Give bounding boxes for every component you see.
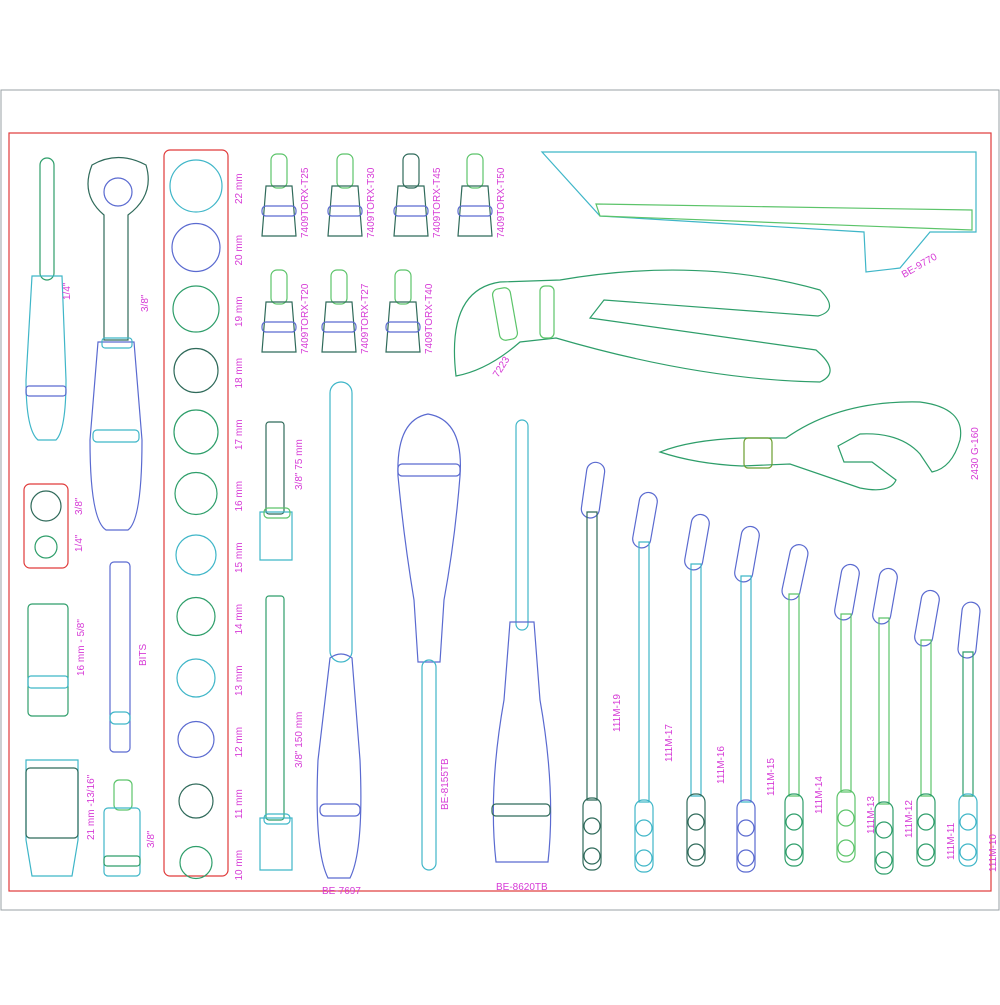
pliers-2430-outline xyxy=(658,401,962,491)
ratchet-38-label: 3/8" xyxy=(140,294,151,312)
torx-bit-top-4: 7409TORX-T50 xyxy=(457,153,507,238)
socket-20mm xyxy=(171,222,221,273)
wrench-label: 111M-15 xyxy=(766,758,777,796)
wrench-label: 111M-10 xyxy=(988,834,999,872)
screwdriver-be8620-outline xyxy=(491,419,552,863)
extension-75-label: 3/8" 75 mm xyxy=(294,439,305,490)
wrench-111m-17: 111M-17 xyxy=(632,491,675,873)
bits-holder-outline xyxy=(109,561,131,753)
screwdriver-be7697-outline xyxy=(316,381,362,879)
torx-bit-top-3-label: 7409TORX-T45 xyxy=(432,167,443,238)
wrench-label: 111M-14 xyxy=(814,776,825,814)
socket-size-label: 10 mm xyxy=(234,850,245,881)
pliers-7223-label: 7223 xyxy=(491,355,512,380)
socket-size-label: 11 mm xyxy=(234,789,245,819)
torx-bit-mid-1-label: 7409TORX-T20 xyxy=(300,283,311,354)
mini-socket-38 xyxy=(30,490,62,522)
socket-size-label: 19 mm xyxy=(234,296,245,327)
socket-size-label: 16 mm xyxy=(234,481,245,512)
screwdriver-be8155-outline xyxy=(397,413,461,871)
ratchet-38-outline xyxy=(87,156,149,531)
socket-22mm xyxy=(169,159,223,213)
wrench-111m-12: 111M-12 xyxy=(872,567,915,875)
extension-150-outline xyxy=(259,595,293,871)
socket-21-label: 21 mm -13/16" xyxy=(86,774,97,840)
socket-18mm xyxy=(173,347,219,394)
socket-19mm xyxy=(172,285,220,333)
socket-15mm xyxy=(175,534,217,576)
socket-17mm xyxy=(173,409,219,455)
ratchet-14-label: 1/4" xyxy=(62,282,73,300)
screwdriver-be8620-label: BE-8620TB xyxy=(496,882,548,893)
extension-75-outline xyxy=(259,421,293,561)
socket-13mm xyxy=(176,658,216,698)
socket-size-label: 12 mm xyxy=(234,727,245,758)
torx-group: 7409TORX-T25 7409TORX-T30 7409TORX-T45 7409… xyxy=(261,153,507,354)
pliers-2430-label: 2430 G-160 xyxy=(970,427,981,480)
socket-size-label: 13 mm xyxy=(234,665,245,696)
socket-size-label: 14 mm xyxy=(234,604,245,635)
wrench-label: 111M-12 xyxy=(904,800,915,838)
screwdriver-be7697-label: BE-7697 xyxy=(322,886,361,897)
torx-bit-top-1-label: 7409TORX-T25 xyxy=(300,167,311,238)
torx-bit-top-4-label: 7409TORX-T50 xyxy=(496,167,507,238)
wrench-label: 111M-16 xyxy=(716,746,727,784)
socket-rail: 22 mm 20 mm 19 mm 18 mm 17 mm 16 mm 15 mm 14 mm… xyxy=(169,159,245,881)
socket-10mm xyxy=(179,845,213,880)
wrench-111m-11: 111M-11 xyxy=(914,589,957,867)
bits-label: BITS xyxy=(138,643,149,666)
tool-be9770-label: BE-9770 xyxy=(900,251,940,280)
mini-socket-box xyxy=(23,483,69,569)
wrench-111m-19: 111M-19 xyxy=(580,461,623,871)
socket-21-outline xyxy=(25,759,79,877)
tray-frame xyxy=(8,132,992,892)
torx-bit-mid-2: 7409TORX-T27 xyxy=(321,269,371,354)
socket-size-label: 15 mm xyxy=(234,542,245,573)
wrench-label: 111M-19 xyxy=(612,694,623,732)
socket-14mm xyxy=(176,596,216,637)
wrench-111m-14: 111M-14 xyxy=(781,544,825,867)
torx-bit-top-2: 7409TORX-T30 xyxy=(327,153,377,238)
wrench-111m-13: 111M-13 xyxy=(834,563,877,863)
socket-rail-frame xyxy=(163,149,229,877)
socket-size-label: 22 mm xyxy=(234,173,245,204)
wrench-111m-16: 111M-16 xyxy=(684,513,727,867)
socket-size-label: 18 mm xyxy=(234,358,245,389)
socket-16-label: 16 mm - 5/8" xyxy=(76,619,87,676)
wrench-label: 111M-11 xyxy=(946,822,957,860)
socket-12mm xyxy=(177,720,215,759)
socket-11mm xyxy=(178,783,214,819)
wrench-group: 111M-19 111M-17 111M-16 111M-15 111M-14 111M-… xyxy=(580,461,999,875)
socket-16-outline xyxy=(27,603,69,717)
wrench-111m-10: 111M-10 xyxy=(957,601,999,872)
adapter-38-outline xyxy=(103,779,141,877)
extension-150-label: 3/8" 150 mm xyxy=(294,712,305,768)
ratchet-14-outline xyxy=(25,157,67,441)
screwdriver-be8155-label: BE-8155TB xyxy=(440,758,451,810)
tool-be9770-outline xyxy=(540,151,977,273)
page-border xyxy=(0,89,1000,911)
wrench-label: 111M-17 xyxy=(664,724,675,762)
torx-bit-top-3: 7409TORX-T45 xyxy=(393,153,443,238)
torx-bit-mid-3: 7409TORX-T40 xyxy=(385,269,435,354)
pliers-7223-outline xyxy=(453,269,831,383)
socket-size-label: 17 mm xyxy=(234,419,245,450)
wrench-111m-15: 111M-15 xyxy=(734,525,777,873)
torx-bit-mid-1: 7409TORX-T20 xyxy=(261,269,311,354)
torx-bit-top-1: 7409TORX-T25 xyxy=(261,153,311,238)
mini-38-label: 3/8" xyxy=(74,497,85,515)
torx-bit-mid-3-label: 7409TORX-T40 xyxy=(424,283,435,354)
mini-socket-14 xyxy=(34,535,58,559)
torx-bit-top-2-label: 7409TORX-T30 xyxy=(366,167,377,238)
socket-16mm xyxy=(174,471,218,516)
mini-14-label: 1/4" xyxy=(74,534,85,552)
torx-bit-mid-2-label: 7409TORX-T27 xyxy=(360,283,371,354)
socket-size-label: 20 mm xyxy=(234,235,245,266)
adapter-38-label: 3/8" xyxy=(146,830,157,848)
wrench-label: 111M-13 xyxy=(866,796,877,834)
